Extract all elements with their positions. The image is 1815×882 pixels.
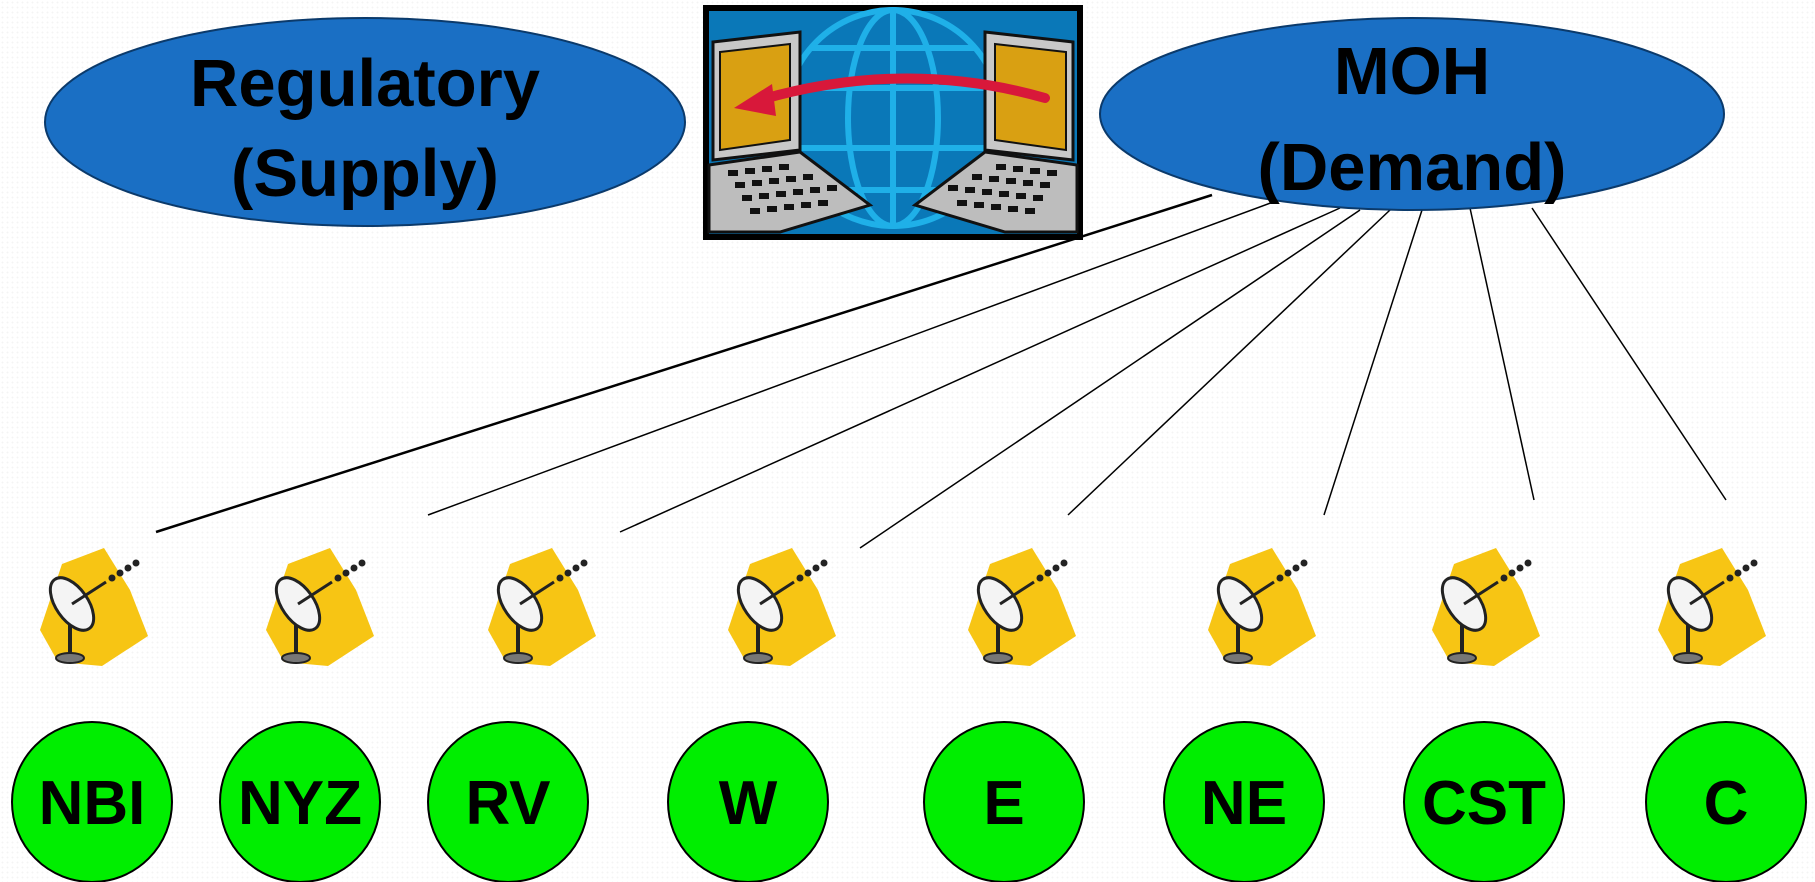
demand-subtitle: (Demand) [1258,130,1567,205]
supply-title: Regulatory [190,46,540,121]
region-row: NBI NYZ RV W E NE CST C [11,721,1807,882]
satellite-dish-icon [40,548,148,666]
supply-ellipse [44,17,686,227]
demand-node: MOH (Demand) [1099,17,1725,211]
arrow-head [734,84,776,116]
region-circle [427,721,589,882]
connector-line [155,193,1213,534]
region-circle [923,721,1085,882]
computer-exchange-icon [703,5,1083,240]
supply-subtitle: (Supply) [231,136,499,211]
connector-lines [155,193,1727,549]
exchange-arrow [755,73,1050,105]
satellite-dish-icon [266,548,374,666]
region-label: NE [1201,769,1287,838]
region-circle [1645,721,1807,882]
satellite-dish-icon [728,548,836,666]
region-node: NBI [11,721,173,882]
connector-line [1531,207,1727,501]
left-keyboard-keys [728,164,837,214]
region-node: RV [427,721,589,882]
connector-line [859,209,1361,549]
connector-line [1469,207,1535,501]
region-label: NBI [39,769,146,838]
region-label: E [983,769,1024,838]
region-label: C [1704,769,1749,838]
connector-line [427,194,1293,516]
satellite-dish-icon [1208,548,1316,666]
region-circle [219,721,381,882]
satellite-dish-icon [968,548,1076,666]
satellite-dish-icon [1432,548,1540,666]
region-node: W [667,721,829,882]
antenna-row [40,548,1766,666]
region-label: NYZ [238,769,362,838]
region-node: NYZ [219,721,381,882]
region-circle [1163,721,1325,882]
region-label: W [719,769,778,838]
satellite-dish-icon [488,548,596,666]
region-label: CST [1422,769,1546,838]
connector-line [1067,209,1391,516]
supply-node: Regulatory (Supply) [44,17,686,227]
region-circle [11,721,173,882]
satellite-dish-icon [1658,548,1766,666]
region-node: C [1645,721,1807,882]
connector-line [1323,209,1423,516]
connector-line [619,207,1341,533]
region-node: NE [1163,721,1325,882]
region-node: E [923,721,1085,882]
right-keyboard-keys [948,164,1057,214]
region-circle [667,721,829,882]
region-label: RV [465,769,550,838]
region-circle [1403,721,1565,882]
region-node: CST [1403,721,1565,882]
demand-title: MOH [1334,34,1490,109]
demand-ellipse [1099,17,1725,211]
